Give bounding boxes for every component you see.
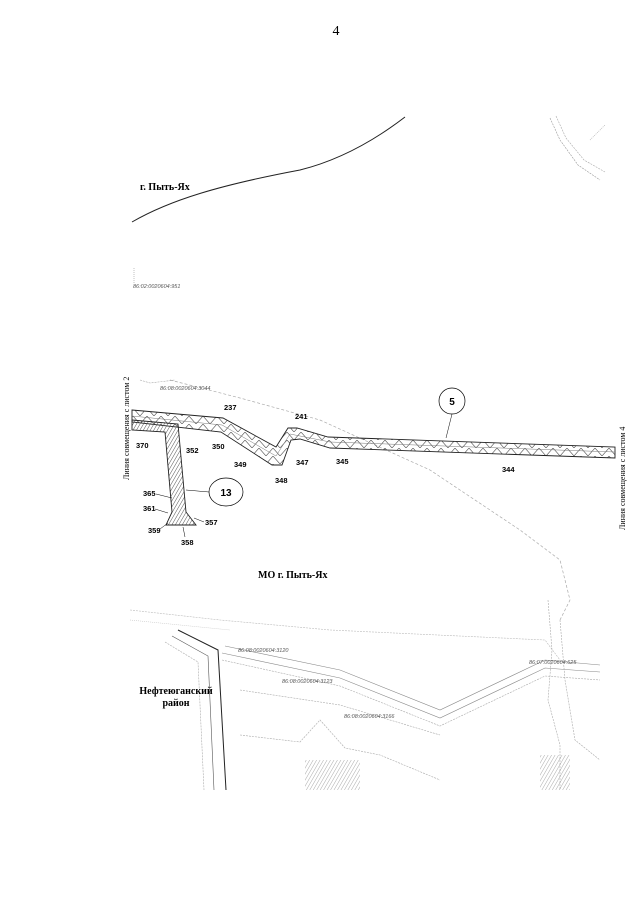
cadastral-number-3120: 86:08:0020604:3120 bbox=[238, 648, 289, 654]
point-358: 358 bbox=[181, 538, 194, 547]
cadastral-number-625: 86:07:0020604:625 bbox=[529, 660, 577, 666]
point-347: 347 bbox=[296, 458, 309, 467]
corridor bbox=[131, 409, 616, 466]
point-361: 361 bbox=[143, 504, 156, 513]
leader-361 bbox=[154, 508, 169, 514]
corridor-branch bbox=[131, 419, 197, 526]
point-365: 365 bbox=[143, 489, 156, 498]
boundary-curve bbox=[131, 116, 406, 223]
parcel-fragment-top-right bbox=[549, 115, 606, 181]
point-359: 359 bbox=[148, 526, 161, 535]
callout-circle-icon bbox=[438, 387, 466, 439]
point-237: 237 bbox=[224, 403, 237, 412]
point-357: 357 bbox=[205, 518, 218, 527]
leader-357 bbox=[193, 517, 205, 523]
point-241: 241 bbox=[295, 412, 308, 421]
cadastral-number-3123: 86:08:0020604:3123 bbox=[282, 679, 333, 685]
point-370: 370 bbox=[136, 441, 149, 450]
callout-13: 13 bbox=[220, 488, 232, 499]
diagonal-boundary bbox=[169, 379, 571, 621]
page-number: 4 bbox=[333, 24, 340, 39]
point-344: 344 bbox=[502, 465, 515, 474]
top-left-dashed-boundary bbox=[139, 379, 176, 384]
cadastral-number-951: 86:02:0020604:951 bbox=[133, 284, 180, 290]
leader-358 bbox=[182, 526, 186, 538]
lower-parcels bbox=[129, 599, 601, 791]
callout-circle-icon bbox=[185, 477, 244, 507]
cadastral-number-3044: 86:08:0020604:3044 bbox=[160, 386, 210, 392]
point-349: 349 bbox=[234, 460, 247, 469]
match-line-right: Линия совмещения с листом 4 bbox=[618, 427, 627, 530]
point-350: 350 bbox=[212, 442, 225, 451]
leader-365 bbox=[155, 493, 173, 499]
point-348: 348 bbox=[275, 476, 288, 485]
point-352: 352 bbox=[186, 446, 199, 455]
leader-359 bbox=[159, 522, 169, 530]
match-line-left: Линия совмещения с листом 2 bbox=[122, 377, 131, 480]
mo-label: МО г. Пыть-Ях bbox=[258, 570, 327, 581]
city-label: г. Пыть-Ях bbox=[140, 182, 190, 193]
callout-5: 5 bbox=[449, 397, 455, 408]
cadastral-number-3166: 86:08:0020604:3166 bbox=[344, 714, 395, 720]
point-345: 345 bbox=[336, 457, 349, 466]
district-label-line1: Нефтеюганский bbox=[139, 686, 213, 697]
district-label-line2: район bbox=[162, 698, 189, 709]
